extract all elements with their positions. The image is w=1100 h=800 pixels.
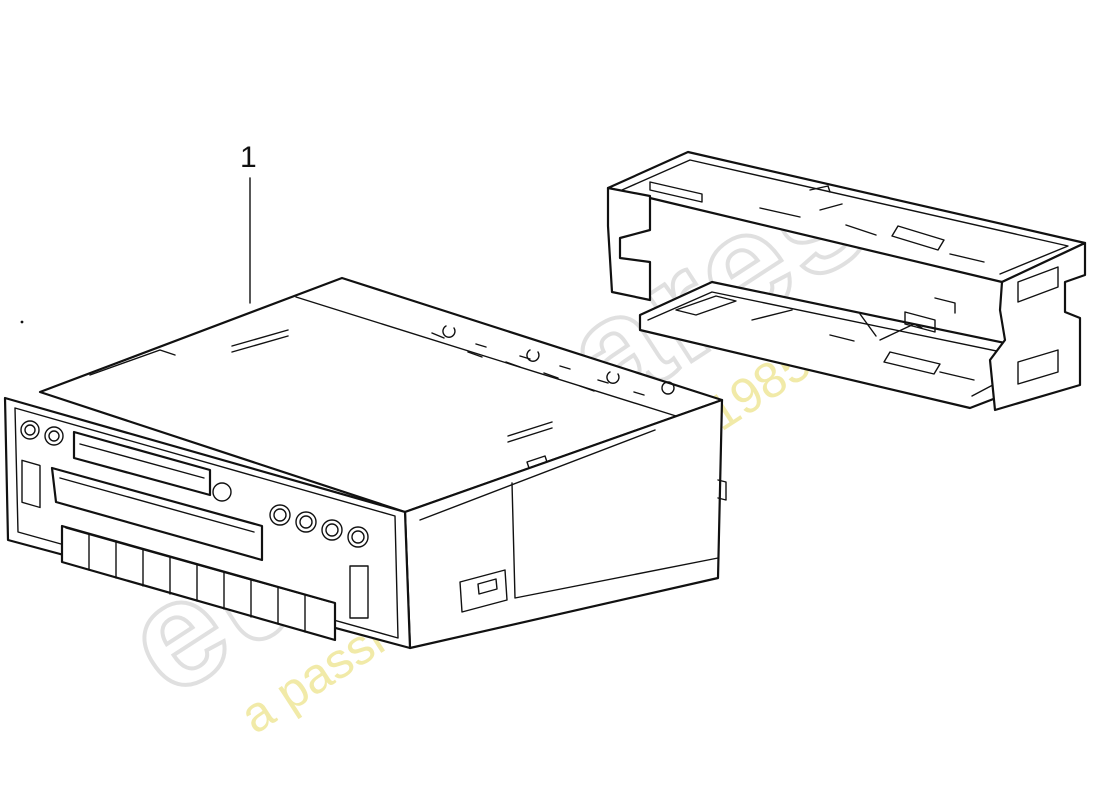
scan-dot <box>20 320 24 324</box>
frame-right-plate <box>988 241 1087 412</box>
left-eject-button <box>21 459 41 509</box>
top-rail-cutouts <box>649 181 985 263</box>
volume-knob-icon <box>20 420 40 440</box>
bottom-rail-cutouts <box>675 295 975 381</box>
preset-button-row <box>60 524 337 642</box>
side-connector <box>459 569 508 613</box>
knob-icon <box>347 526 369 548</box>
knob-icon <box>295 511 317 533</box>
rear-stud <box>717 479 727 501</box>
corner-screw <box>661 381 675 395</box>
side-mount-panel <box>511 482 719 599</box>
callout-number: 1 <box>240 141 257 174</box>
tuning-knob-icon <box>212 482 232 502</box>
radio-front-inner <box>14 407 399 639</box>
display-window <box>72 430 212 497</box>
top-vent-marks <box>431 325 645 396</box>
top-slot-2 <box>507 421 553 443</box>
callout-1: 1 <box>240 141 257 304</box>
top-seam <box>295 296 677 417</box>
frame-left-plate <box>606 186 652 302</box>
radio-unit <box>3 276 727 650</box>
side-top-edge <box>419 429 656 521</box>
side-connector-inner <box>477 578 498 595</box>
top-slot-1 <box>231 329 289 353</box>
top-edge-detail <box>89 349 176 376</box>
knob-icon <box>269 504 291 526</box>
preset-knobs <box>269 504 369 548</box>
mounting-frame <box>606 150 1087 412</box>
frame-bracket <box>904 297 956 333</box>
side-clip <box>526 455 548 469</box>
tone-knob-icon <box>44 426 64 446</box>
knob-icon <box>321 519 343 541</box>
right-eject-button <box>349 565 369 619</box>
